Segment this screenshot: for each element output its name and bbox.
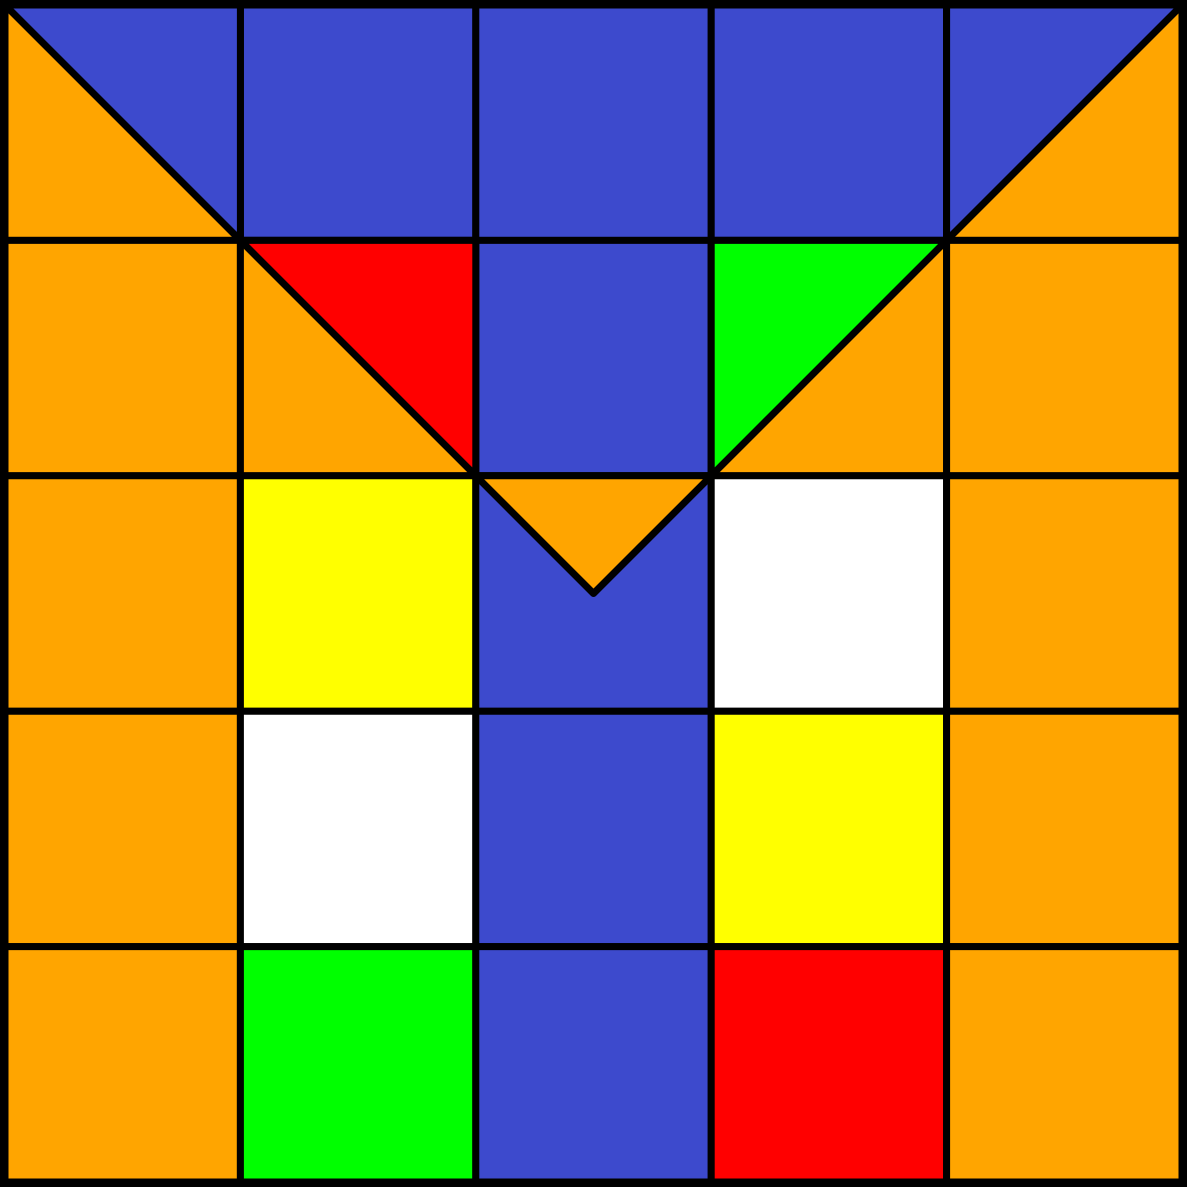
triangle-r0-c4: [943, 1, 1186, 244]
cell-r2-c0: [1, 472, 244, 715]
cell-r0-c3: [707, 1, 951, 244]
triangle-r0-c0: [1, 1, 244, 244]
cell-r1-c0: [1, 236, 244, 480]
triangle-r1-c1: [236, 236, 480, 480]
board-overlays: [1, 1, 1186, 597]
cell-r3-c3: [707, 707, 951, 951]
cell-r4-c2: [472, 943, 715, 1186]
cell-r3-c2: [472, 707, 715, 951]
cell-r3-c1: [236, 707, 480, 951]
cell-r2-c3: [707, 472, 951, 715]
cell-r4-c0: [1, 943, 244, 1186]
triangle-r1-c3: [707, 236, 951, 480]
cell-r3-c4: [943, 707, 1186, 951]
cell-r1-c2: [472, 236, 715, 480]
cell-r0-c1: [236, 1, 480, 244]
cell-r4-c3: [707, 943, 951, 1186]
cell-r4-c4: [943, 943, 1186, 1186]
triangle-r2-c2: [472, 472, 715, 597]
cell-r4-c1: [236, 943, 480, 1186]
cell-r2-c4: [943, 472, 1186, 715]
cell-r3-c0: [1, 707, 244, 951]
cell-r1-c4: [943, 236, 1186, 480]
cell-r0-c2: [472, 1, 715, 244]
cell-r2-c1: [236, 472, 480, 715]
